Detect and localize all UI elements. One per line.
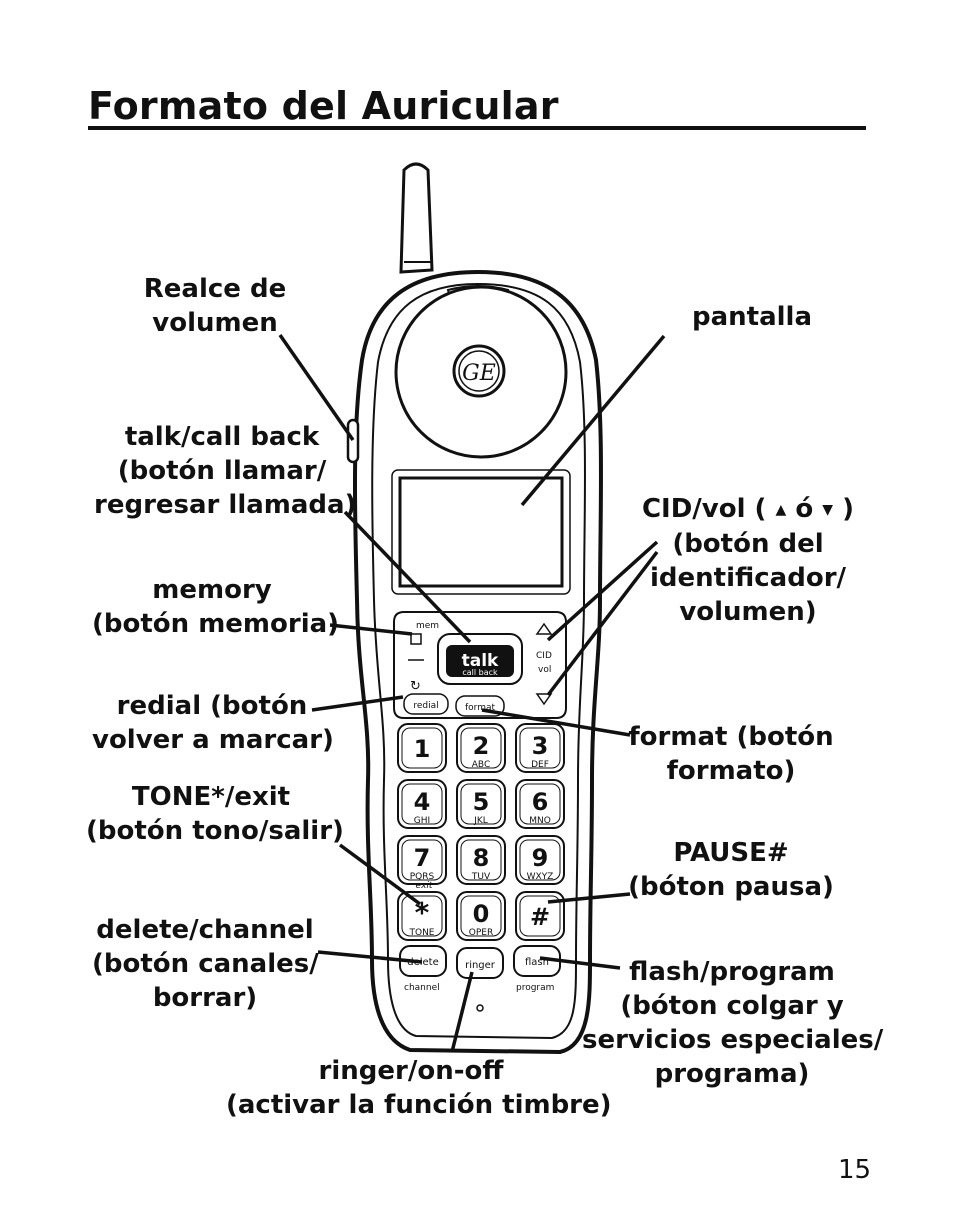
talk-button-label: talk bbox=[462, 651, 499, 671]
label-memory: memory (botón memoria) bbox=[92, 575, 340, 639]
page-title: Formato del Auricular bbox=[88, 84, 559, 128]
label-tone: TONE*/exit (botón tono/salir) bbox=[86, 782, 344, 846]
label-ringer: ringer/on-off (activar la función timbre… bbox=[226, 1056, 612, 1120]
redial-key-label: redial bbox=[413, 701, 438, 711]
label-pause: PAUSE# (bóton pausa) bbox=[628, 838, 834, 902]
ringer-key-label: ringer bbox=[465, 960, 496, 971]
keypad-key-star[interactable]: *TONE bbox=[397, 891, 447, 941]
flash-key-label: flash bbox=[525, 957, 549, 968]
leader-pause bbox=[547, 892, 631, 904]
keypad-letters: PQRS bbox=[410, 872, 435, 882]
label-flash: flash/program (bóton colgar y servicios … bbox=[582, 957, 884, 1089]
keypad-letters: TONE bbox=[408, 928, 434, 938]
mem-key-label: mem bbox=[416, 621, 439, 631]
leader-ringer bbox=[450, 971, 474, 1053]
keypad-letters: ABC bbox=[472, 760, 490, 770]
leader-talk bbox=[343, 510, 472, 644]
triangle-up-icon bbox=[776, 494, 787, 524]
keypad-letters: GHI bbox=[414, 816, 430, 826]
leader-flash bbox=[539, 956, 621, 970]
leader-delete bbox=[317, 950, 423, 964]
format-key-label: format bbox=[465, 703, 495, 713]
keypad-digit: 0 bbox=[473, 900, 490, 928]
leader-lines bbox=[278, 334, 666, 1053]
keypad-digit: 6 bbox=[532, 788, 549, 816]
label-volume-boost: Realce de volumen bbox=[143, 274, 287, 338]
label-delete: delete/channel (botón canales/ borrar) bbox=[92, 915, 319, 1013]
keypad-letters: MNO bbox=[529, 816, 551, 826]
program-label: program bbox=[516, 983, 554, 993]
label-talk: talk/call back (botón llamar/ regresar l… bbox=[94, 422, 357, 520]
redial-button bbox=[403, 693, 449, 715]
leader-tone bbox=[338, 843, 422, 906]
keypad-digit: 5 bbox=[473, 788, 490, 816]
label-redial: redial (botón volver a marcar) bbox=[92, 691, 334, 755]
handset-inner bbox=[371, 282, 586, 1040]
keypad-key-1[interactable]: 1 bbox=[397, 723, 447, 773]
keypad-digit: 1 bbox=[414, 735, 431, 763]
talk-button bbox=[446, 645, 514, 677]
vol-key-label: vol bbox=[538, 665, 551, 675]
keypad-key-pound[interactable]: # bbox=[515, 891, 565, 941]
leader-cid-down bbox=[546, 550, 659, 697]
keypad-digit: 3 bbox=[532, 732, 549, 760]
keypad-digit: 7 bbox=[414, 844, 431, 872]
keypad-digit: # bbox=[530, 903, 550, 931]
cid-down-icon bbox=[535, 693, 553, 706]
leader-cid-up bbox=[546, 540, 659, 642]
cid-up-icon bbox=[535, 622, 553, 635]
triangle-down-icon bbox=[822, 494, 833, 524]
leader-redial bbox=[311, 695, 404, 712]
redial-arrow-icon: ↻ bbox=[410, 679, 421, 694]
ge-logo-icon bbox=[452, 344, 506, 398]
antenna bbox=[399, 162, 434, 274]
label-display: pantalla bbox=[691, 302, 812, 332]
ge-logo-text: GE bbox=[462, 361, 496, 386]
leader-memory bbox=[329, 623, 413, 636]
keypad-digit: 2 bbox=[473, 732, 490, 760]
leader-display bbox=[520, 334, 666, 507]
volume-boost-button bbox=[346, 418, 360, 464]
keypad-letters: WXYZ bbox=[527, 872, 554, 882]
label-cid: CID/vol ( ó ) (botón del identificador/ … bbox=[628, 492, 868, 629]
title-rule bbox=[88, 126, 866, 130]
keypad-letters: JKL bbox=[473, 816, 488, 826]
talk-button-sublabel: call back bbox=[462, 668, 498, 677]
keypad-letters: OPER bbox=[469, 928, 493, 938]
mem-key-icon bbox=[410, 633, 422, 645]
label-format: format (botón formato) bbox=[628, 722, 834, 786]
keypad-digit: 4 bbox=[414, 788, 431, 816]
exit-label: exit bbox=[416, 881, 433, 891]
leader-volume-boost bbox=[278, 334, 355, 441]
channel-label: channel bbox=[404, 983, 440, 993]
keypad-digit: 9 bbox=[532, 844, 549, 872]
keypad-digit: 8 bbox=[473, 844, 490, 872]
keypad-letters: DEF bbox=[531, 760, 549, 770]
ringer-button bbox=[456, 947, 504, 979]
display-screen bbox=[398, 476, 564, 588]
page-number: 15 bbox=[838, 1155, 872, 1185]
delete-key-label: delete bbox=[407, 957, 439, 968]
cid-key-label: CID bbox=[536, 651, 552, 661]
keypad-letters: TUV bbox=[471, 872, 491, 882]
leader-format bbox=[481, 708, 631, 737]
